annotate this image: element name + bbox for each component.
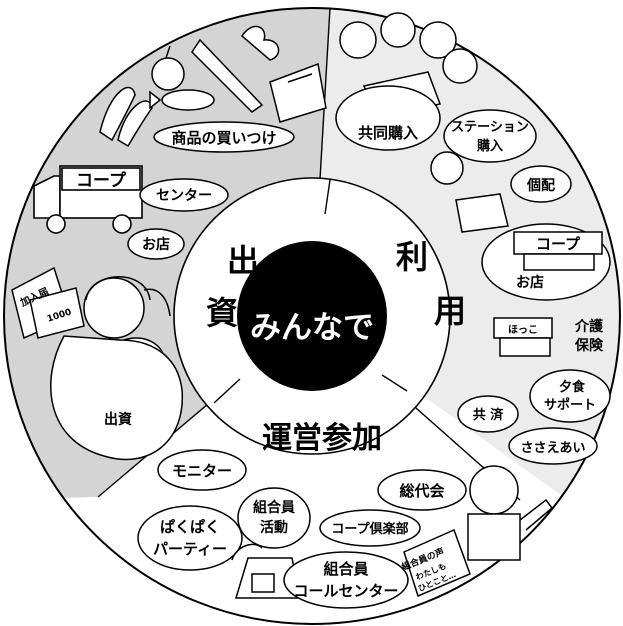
joint-bubble (335, 85, 441, 151)
center-bubble-label: センター (156, 188, 212, 204)
center-label: みんなで (250, 310, 374, 346)
station-label-2: 購入 (476, 138, 503, 154)
meal-bubble (529, 369, 611, 423)
call-label-2: コールセンター (293, 582, 398, 600)
meal-label-1: 夕食 (559, 379, 586, 395)
papa-label-2: パーティー (153, 540, 227, 558)
care-label-2: 保険 (574, 337, 604, 354)
general-label: 総代会 (399, 482, 444, 500)
team-label-1: 組合員 (253, 499, 295, 516)
papa-label-1: ぱくぱく (160, 518, 220, 536)
club-label: コープ倶楽部 (331, 521, 408, 537)
team-bubble (237, 487, 311, 549)
invest-label-bottom: 資 (206, 294, 238, 332)
center-bubble (139, 178, 229, 212)
mutual-label: 共 済 (473, 407, 505, 423)
store-bubble-invest (127, 228, 185, 260)
call-label-1: 組合員 (323, 560, 368, 578)
general-bubble (377, 469, 467, 511)
participate-label: 運営参加 (262, 421, 382, 456)
phone-icon (231, 543, 301, 599)
buying-label: 商品の買いつけ (171, 129, 276, 147)
woman-illustration (403, 465, 554, 598)
use-label-top: 利 (396, 238, 428, 276)
truck-sign: コープ (76, 170, 127, 191)
care-label-1: 介護 (574, 318, 604, 335)
use-label-bottom: 用 (434, 292, 466, 330)
center-disc (237, 241, 387, 391)
joint-label: 共同購入 (358, 124, 418, 142)
club-bubble (319, 509, 421, 547)
support-label: ささえあい (520, 441, 585, 456)
monitor-label: モニター (172, 462, 232, 480)
invest-label-top: 出 (227, 242, 259, 280)
team-label-2: 活動 (260, 519, 288, 536)
invest-bubble (50, 335, 183, 461)
support-bubble (508, 427, 598, 465)
store-invest-label: お店 (142, 236, 170, 253)
care-building-icon (493, 317, 553, 357)
call-bubble (283, 551, 409, 609)
station-label-1: ステーション (451, 120, 529, 135)
buying-bubble (153, 121, 295, 153)
store-use-label: お店 (516, 274, 544, 291)
papa-bubble (137, 505, 243, 571)
individual-label: 個配 (526, 177, 555, 194)
care-sign: ほっこ (508, 324, 538, 336)
invest-bubble-label: 出資 (104, 411, 132, 428)
monitor-bubble (157, 449, 247, 491)
store-building-icon (513, 231, 603, 271)
mutual-bubble (457, 395, 519, 433)
station-bubble (443, 109, 537, 163)
individual-bubble (510, 165, 572, 203)
store-sign-use: コープ (536, 235, 581, 253)
meal-label-2: サポート (544, 397, 596, 413)
mother-baby-illustration (11, 266, 171, 383)
truck-icon (33, 165, 143, 234)
produce-illustration (99, 25, 327, 148)
